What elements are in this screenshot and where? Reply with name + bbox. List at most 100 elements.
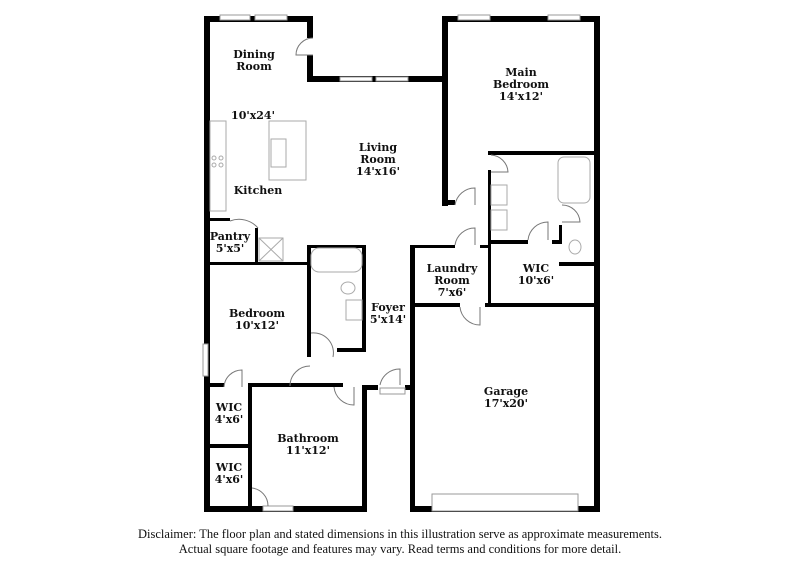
- room-label-foyer: Foyer 5'x14': [370, 302, 406, 326]
- garage-door: [431, 493, 579, 512]
- sink-icon: [270, 138, 287, 168]
- wall: [559, 225, 562, 243]
- wall-main-bedroom-north: [442, 16, 600, 22]
- room-name: Room: [236, 60, 272, 73]
- stove-burner-icon: [218, 162, 224, 168]
- window: [375, 76, 409, 82]
- disclaimer-line: Actual square footage and features may v…: [178, 542, 622, 556]
- room-name: Garage: [483, 385, 529, 398]
- wall-dining-east-top: [307, 16, 313, 38]
- room-size: 14'x16': [356, 165, 400, 178]
- wall: [480, 245, 490, 248]
- front-door: [379, 368, 401, 386]
- stove-burner-icon: [211, 162, 217, 168]
- room-name: Foyer: [371, 301, 405, 314]
- room-size: 5'x5': [215, 242, 245, 255]
- room-size: 4'x6': [214, 413, 244, 426]
- wall: [442, 200, 455, 205]
- room-label-wic-2: WIC 4'x6': [215, 462, 244, 486]
- door: [561, 204, 581, 223]
- room-name: Living: [358, 141, 398, 154]
- room-name: Kitchen: [233, 184, 283, 197]
- stove-burner-icon: [218, 155, 224, 161]
- shower-icon: [557, 156, 591, 204]
- wall: [307, 245, 311, 357]
- sink-icon: [345, 299, 363, 321]
- room-label-laundry: Laundry Room 7'x6': [427, 263, 478, 299]
- wall: [337, 348, 366, 352]
- disclaimer-line: Disclaimer: The floor plan and stated di…: [138, 527, 662, 541]
- door: [333, 386, 355, 406]
- wall: [488, 151, 600, 155]
- wall: [204, 262, 310, 265]
- door: [223, 369, 243, 388]
- door: [310, 332, 334, 358]
- room-label-main-bedroom: Main Bedroom 14'x12': [493, 67, 549, 103]
- window: [202, 343, 209, 377]
- room-size: 5'x14': [369, 313, 407, 326]
- room-name: Bathroom: [277, 432, 339, 445]
- front-door-threshold: [379, 387, 406, 395]
- door: [527, 221, 549, 241]
- window: [457, 14, 491, 21]
- window: [547, 14, 581, 21]
- wall: [362, 245, 366, 352]
- wall: [415, 303, 460, 307]
- room-name: Bedroom: [228, 307, 286, 320]
- room-name: Pantry: [209, 230, 251, 243]
- wall-main-bedroom-west: [442, 16, 448, 206]
- wall: [485, 303, 600, 307]
- room-size: 4'x6': [214, 473, 244, 486]
- windows: [202, 14, 581, 512]
- room-name: Laundry: [426, 262, 478, 275]
- interior-walls: [204, 151, 600, 506]
- room-size: 10'x6': [517, 274, 555, 287]
- door: [459, 306, 481, 326]
- toilet-icon: [340, 281, 356, 295]
- door: [289, 365, 311, 387]
- toilet-icon: [568, 239, 582, 255]
- wall-dining-east-bottom: [307, 55, 313, 82]
- room-name: WIC: [215, 461, 243, 474]
- wall-bathroom-east: [362, 385, 367, 512]
- room-name: Room: [434, 274, 470, 287]
- room-size: 7'x6': [437, 286, 467, 299]
- wall: [488, 170, 491, 307]
- window: [254, 14, 288, 21]
- room-size: 17'x20': [484, 397, 528, 410]
- room-name: Room: [360, 153, 396, 166]
- window: [339, 76, 373, 82]
- doors: [223, 37, 581, 507]
- door: [295, 37, 314, 56]
- sink-icon: [490, 209, 508, 231]
- room-size: 10'x24': [231, 109, 275, 122]
- door: [251, 487, 269, 507]
- room-label-pantry: Pantry 5'x5': [210, 231, 250, 255]
- door: [229, 218, 259, 229]
- bathtub-icon: [310, 247, 363, 273]
- door: [454, 227, 476, 246]
- room-size: 10'x12': [235, 319, 279, 332]
- wall: [255, 228, 258, 264]
- room-label-living: Living Room 14'x16': [356, 142, 400, 178]
- wall: [307, 245, 366, 248]
- wall: [488, 240, 528, 244]
- sink-icon: [490, 184, 508, 206]
- window: [219, 14, 251, 21]
- room-name: Main: [505, 66, 537, 79]
- wall: [204, 444, 250, 448]
- room-label-dining: Dining Room: [233, 49, 275, 73]
- wall: [204, 383, 224, 387]
- kitchen-counter: [209, 120, 227, 212]
- room-label-garage: Garage 17'x20': [484, 386, 528, 410]
- room-name: WIC: [522, 262, 550, 275]
- room-name: Bedroom: [492, 78, 550, 91]
- room-label-kitchen: Kitchen: [234, 185, 283, 197]
- room-name: WIC: [215, 401, 243, 414]
- wall: [248, 383, 343, 387]
- wall: [415, 245, 455, 248]
- wall-porch-left: [362, 385, 378, 390]
- window: [262, 505, 294, 512]
- wall: [552, 240, 562, 244]
- room-label-wic-main: WIC 10'x6': [518, 263, 554, 287]
